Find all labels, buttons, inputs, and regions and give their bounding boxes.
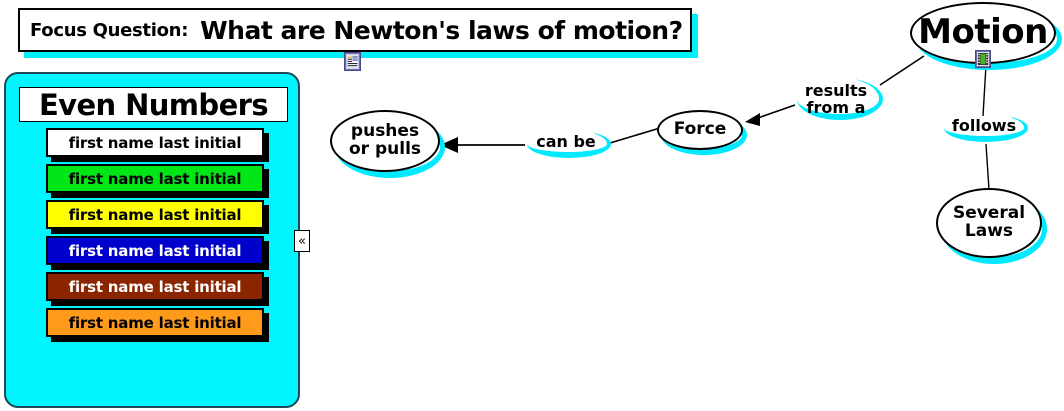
- list-panel-title-text: Even Numbers: [38, 87, 269, 122]
- list-item[interactable]: first name last initial: [46, 200, 264, 229]
- list-item[interactable]: first name last initial: [46, 164, 264, 193]
- chevron-left-double-icon: «: [298, 233, 306, 249]
- node-force[interactable]: Force: [657, 110, 743, 150]
- node-several-laws-label: Several Laws: [952, 203, 1026, 241]
- list-item[interactable]: first name last initial: [46, 128, 264, 157]
- list-item-label: first name last initial: [68, 205, 242, 224]
- focus-question-text: What are Newton's laws of motion?: [200, 15, 683, 45]
- list-item-label: first name last initial: [68, 241, 242, 260]
- panel-collapse-handle[interactable]: «: [294, 230, 310, 252]
- link-label-follows[interactable]: follows: [951, 116, 1017, 135]
- node-motion-label: Motion: [918, 12, 1048, 53]
- list-item[interactable]: first name last initial: [46, 236, 264, 265]
- node-pushes-pulls-label: pushes or pulls: [348, 121, 422, 159]
- link-line-force-canbe: [609, 127, 661, 144]
- list-item-label: first name last initial: [68, 313, 242, 332]
- link-label-can-be[interactable]: can be: [536, 132, 596, 151]
- link-line-motion-follows: [982, 64, 987, 117]
- note-icon[interactable]: [344, 52, 361, 71]
- list-item[interactable]: first name last initial: [46, 272, 264, 301]
- list-item[interactable]: first name last initial: [46, 308, 264, 337]
- link-line-results-force: [751, 104, 796, 121]
- node-several-laws[interactable]: Several Laws: [936, 188, 1042, 258]
- list-rows: first name last initial first name last …: [6, 128, 298, 344]
- arrowhead-pushes-pulls: [440, 137, 458, 153]
- arrowhead-force: [745, 113, 760, 126]
- list-item-label: first name last initial: [68, 169, 242, 188]
- focus-question-box[interactable]: Focus Question: What are Newton's laws o…: [18, 8, 692, 52]
- list-panel[interactable]: Even Numbers first name last initial fir…: [4, 72, 300, 408]
- link-line-motion-results: [879, 55, 925, 86]
- list-panel-title[interactable]: Even Numbers: [19, 87, 288, 122]
- node-pushes-pulls[interactable]: pushes or pulls: [330, 110, 440, 172]
- link-line-follows-severallaws: [985, 143, 990, 191]
- node-force-label: Force: [673, 119, 727, 140]
- focus-question-label: Focus Question:: [30, 19, 189, 41]
- link-label-results-from-a[interactable]: results from a: [804, 81, 868, 117]
- film-icon[interactable]: [975, 50, 991, 68]
- list-item-label: first name last initial: [68, 277, 242, 296]
- list-item-label: first name last initial: [68, 133, 242, 152]
